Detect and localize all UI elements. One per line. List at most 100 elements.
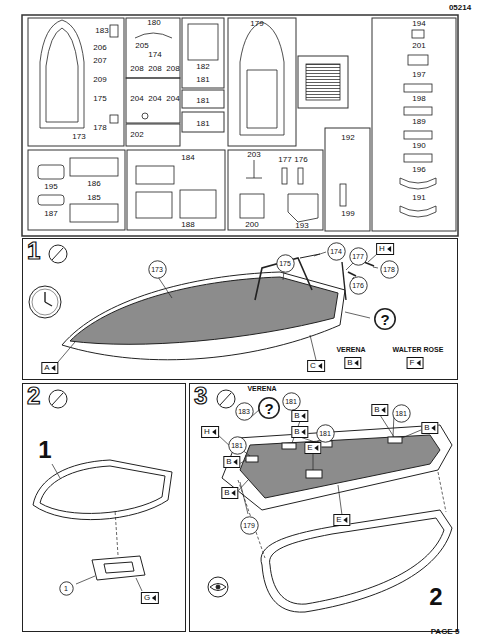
part-number: 181 [196, 120, 209, 128]
callout-number: 176 [352, 282, 364, 289]
part-letter-flag: F [407, 357, 424, 369]
circle-outline [259, 398, 279, 418]
clock-icon [32, 289, 58, 315]
circle-outline [380, 260, 397, 277]
callout-number: 181 [319, 430, 331, 437]
step3-illustration [217, 409, 452, 612]
leader-line [283, 271, 284, 280]
part-number: 184 [181, 154, 194, 162]
sprue-parts [400, 206, 436, 217]
sprue-parts [247, 70, 277, 128]
leader-line [310, 335, 316, 360]
sprue-parts [412, 30, 424, 38]
circle-outline [316, 424, 333, 441]
part-number: 192 [341, 134, 354, 142]
part-number: 173 [72, 133, 85, 141]
callout-circle: 183 [235, 402, 254, 421]
glue-icon [52, 248, 63, 260]
circle-outline [349, 276, 366, 293]
sprue-parts [306, 64, 340, 100]
sprue-parts [70, 158, 118, 176]
part-number: 186 [87, 180, 100, 188]
sprue-parts [110, 25, 118, 37]
part-number: 183 [95, 27, 108, 35]
sprue-parts [70, 204, 118, 222]
step-panel: 21 [22, 383, 186, 632]
circle-outline [375, 309, 395, 329]
sprue-parts [240, 194, 264, 218]
sprue-frame [182, 112, 224, 132]
leader-line [158, 277, 172, 298]
circle-outline [228, 436, 245, 453]
sprue-parts [400, 178, 436, 189]
part-letter-flag: C [307, 360, 325, 372]
part-number: 196 [412, 166, 425, 174]
step-number: 3 [194, 384, 207, 408]
sprue-parts [46, 28, 78, 122]
sprue-frame [372, 18, 456, 231]
part-number: 179 [250, 20, 263, 28]
part-number: 200 [245, 221, 258, 229]
sprue-parts [38, 165, 64, 179]
part-letter-flag: G [141, 592, 159, 604]
sprue-frame [126, 78, 180, 123]
callout-number: ? [380, 312, 389, 327]
circle-outline [349, 247, 366, 264]
part-letter-flag: B [344, 357, 361, 369]
sprue-parts [38, 20, 436, 222]
sprue-parts [180, 190, 216, 218]
part-number: 181 [196, 76, 209, 84]
sprue-parts [135, 33, 172, 38]
callout-circle: 175 [276, 254, 295, 273]
step3-illustration [246, 456, 258, 462]
sprue-frame [28, 18, 124, 146]
part-number: 208 [166, 65, 179, 73]
callout-number: 173 [151, 266, 163, 273]
sprue-frame [228, 150, 323, 230]
sprue-parts [404, 154, 432, 162]
step1-illustration [342, 262, 346, 300]
step3-illustration [261, 510, 452, 612]
part-number: 206 [93, 44, 106, 52]
sprue-parts [404, 84, 432, 92]
part-number: 174 [148, 51, 161, 59]
step2-illustration [136, 578, 142, 591]
part-letter-flag: A [41, 362, 58, 374]
leader-line [368, 254, 377, 262]
question-circle: ? [258, 397, 280, 419]
sprue-parts [38, 195, 64, 205]
part-number: 203 [247, 151, 260, 159]
paint-icon [208, 577, 228, 597]
sprue-parts [40, 20, 84, 128]
step3-illustration [240, 435, 440, 498]
part-number: 204 [148, 95, 161, 103]
step-panel: 3183?181181181181179 [189, 383, 458, 632]
part-letter-flag: B [221, 487, 238, 499]
callout-circle: 176 [349, 276, 368, 295]
step1-illustration [70, 277, 338, 344]
callout-number: 175 [279, 260, 291, 267]
step2-illustration [33, 460, 172, 520]
sprue-parts [110, 115, 118, 123]
version-name: WALTER ROSE [393, 346, 444, 353]
clock-icon [29, 286, 61, 318]
sprue-frame [325, 128, 370, 231]
part-number: 177 [278, 156, 291, 164]
step1-illustration [255, 258, 312, 300]
callout-circle: 174 [327, 242, 346, 261]
circle-outline [392, 404, 409, 421]
circle-outline [59, 581, 72, 594]
part-number: 208 [148, 65, 161, 73]
callout-circle: 181 [316, 424, 335, 443]
sprue-parts [404, 107, 432, 115]
part-letter-flag: B [291, 410, 308, 422]
glue-icon [220, 393, 231, 405]
sprue-frame [182, 90, 224, 108]
question-circle: ? [374, 308, 396, 330]
step1-illustration [348, 272, 356, 276]
sprue-frame [126, 18, 180, 78]
step1-illustration [62, 272, 345, 360]
step3-illustration [388, 437, 402, 443]
sprue-parts [188, 24, 218, 60]
step3-illustration [217, 409, 421, 515]
